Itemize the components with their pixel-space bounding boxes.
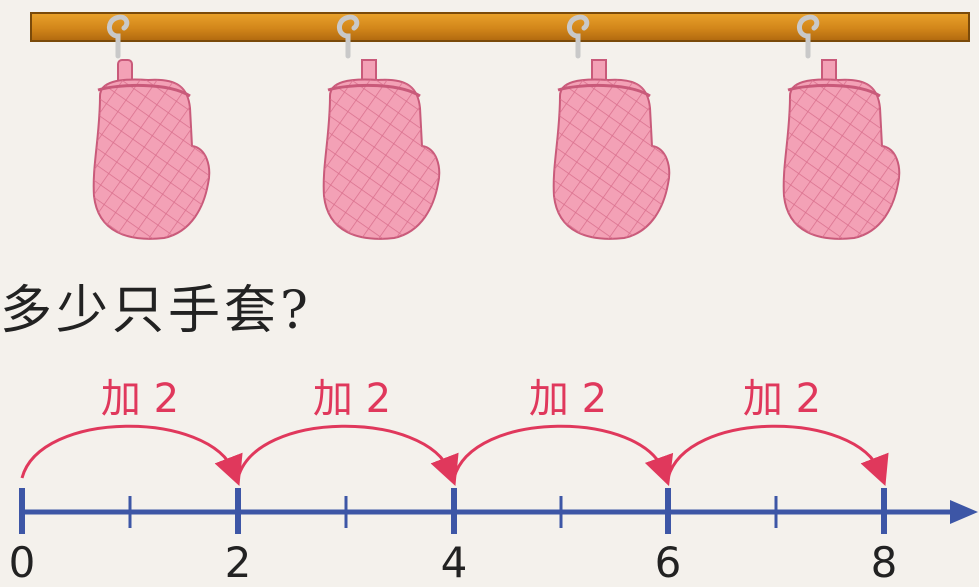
jump-label: 加 2 xyxy=(312,376,392,422)
hook-icon xyxy=(797,14,820,59)
tick-label: 2 xyxy=(224,538,252,587)
oven-mitt-icon xyxy=(92,59,211,240)
jump-arrow xyxy=(452,424,674,487)
hook-icon xyxy=(107,14,130,59)
jump-arrow xyxy=(20,424,243,486)
axis-arrow xyxy=(950,500,978,524)
oven-mitt-icon xyxy=(322,59,441,240)
tick-label: 0 xyxy=(8,538,36,587)
tick-label: 6 xyxy=(654,538,682,587)
jump-label: 加 2 xyxy=(742,376,822,422)
tick-label: 4 xyxy=(440,538,468,587)
question-text: 多少只手套? xyxy=(0,281,312,341)
jump-arrow xyxy=(666,424,889,486)
oven-mitt-icon xyxy=(782,59,901,240)
jump-arrow xyxy=(236,424,459,486)
jump-label: 加 2 xyxy=(528,376,608,422)
jump-label: 加 2 xyxy=(100,376,180,422)
tick-label: 8 xyxy=(870,538,898,587)
oven-mitt-icon xyxy=(552,59,671,240)
hook-icon xyxy=(567,14,590,59)
hook-icon xyxy=(337,14,360,59)
